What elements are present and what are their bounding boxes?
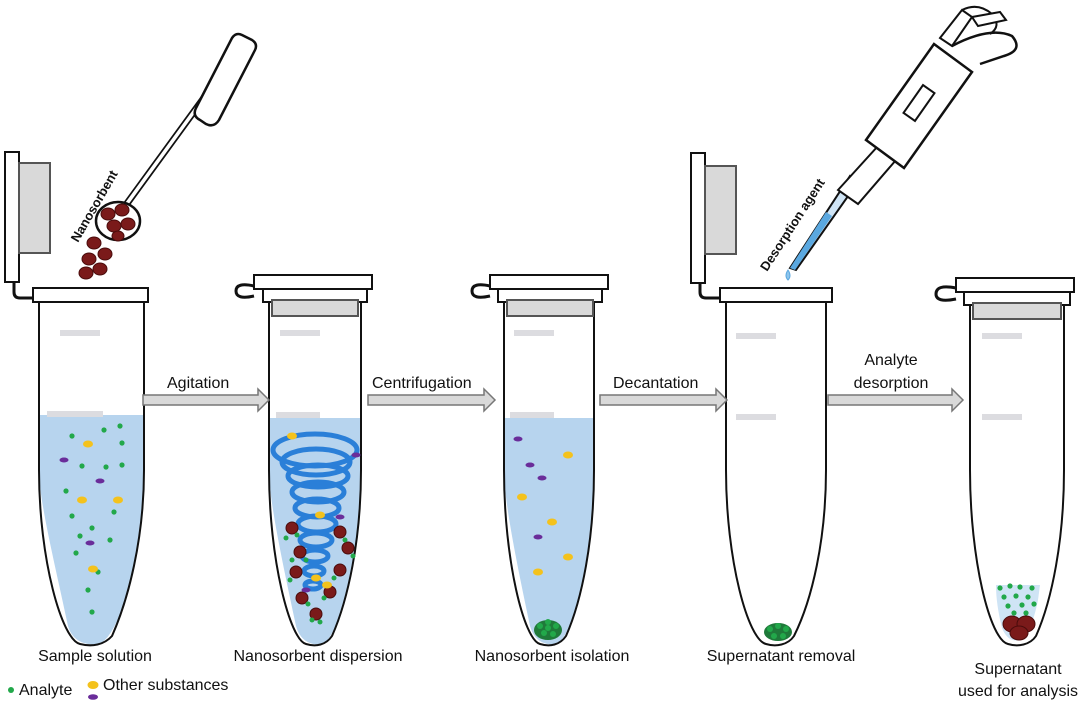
legend-other-yellow-swatch — [87, 681, 99, 689]
arrow-decantation: Decantation — [599, 375, 729, 413]
step-label-sample-solution: Sample solution — [38, 648, 152, 665]
isolated-other-particles — [513, 436, 573, 576]
tube-nanosorbent-dispersion — [234, 274, 373, 647]
step-label-supernatant: Supernatant — [974, 661, 1062, 678]
pellet-icon — [764, 623, 792, 641]
legend-analyte-label: Analyte — [19, 682, 72, 699]
arrow-centrifugation: Centrifugation — [367, 375, 497, 413]
legend-analyte-swatch — [8, 687, 14, 693]
pipette-icon — [785, 5, 1018, 281]
spoon-icon — [78, 32, 258, 280]
step-label-nanosorbent-isolation: Nanosorbent isolation — [475, 648, 630, 665]
arrow-label-decantation: Decantation — [613, 375, 698, 392]
arrow-label-centrifugation: Centrifugation — [372, 375, 472, 392]
tube-sample-solution — [4, 151, 149, 647]
dispersed-analyte-particles — [283, 532, 356, 625]
nanosorbent-pellet — [1002, 615, 1036, 641]
legend-other-purple-swatch — [88, 694, 98, 700]
legend: Analyte Other substances — [8, 677, 228, 700]
dispersed-other-particles — [287, 432, 361, 593]
arrow-analyte-desorption: Analyte desorption — [827, 352, 965, 413]
legend-other-label: Other substances — [103, 677, 228, 694]
pellet-icon — [534, 619, 562, 640]
tube-analysis — [934, 277, 1075, 647]
arrow-label-agitation: Agitation — [167, 375, 229, 392]
step-label-nanosorbent-dispersion: Nanosorbent dispersion — [234, 648, 403, 665]
tube-supernatant-removal — [690, 152, 833, 647]
step-label-used-for-analysis: used for analysis — [958, 683, 1078, 700]
step-label-supernatant-removal: Supernatant removal — [707, 648, 856, 665]
arrow-agitation: Agitation — [142, 375, 271, 413]
arrow-label-desorption: desorption — [854, 375, 929, 392]
tube-nanosorbent-isolation — [470, 274, 609, 647]
other-substance-particles — [59, 440, 123, 573]
dispersed-nanosorbent-particles — [285, 521, 355, 621]
desorbed-analyte-particles — [997, 583, 1037, 616]
arrow-label-analyte: Analyte — [864, 352, 917, 369]
nanosorbent-particles — [78, 203, 136, 280]
analyte-particles — [63, 423, 125, 615]
